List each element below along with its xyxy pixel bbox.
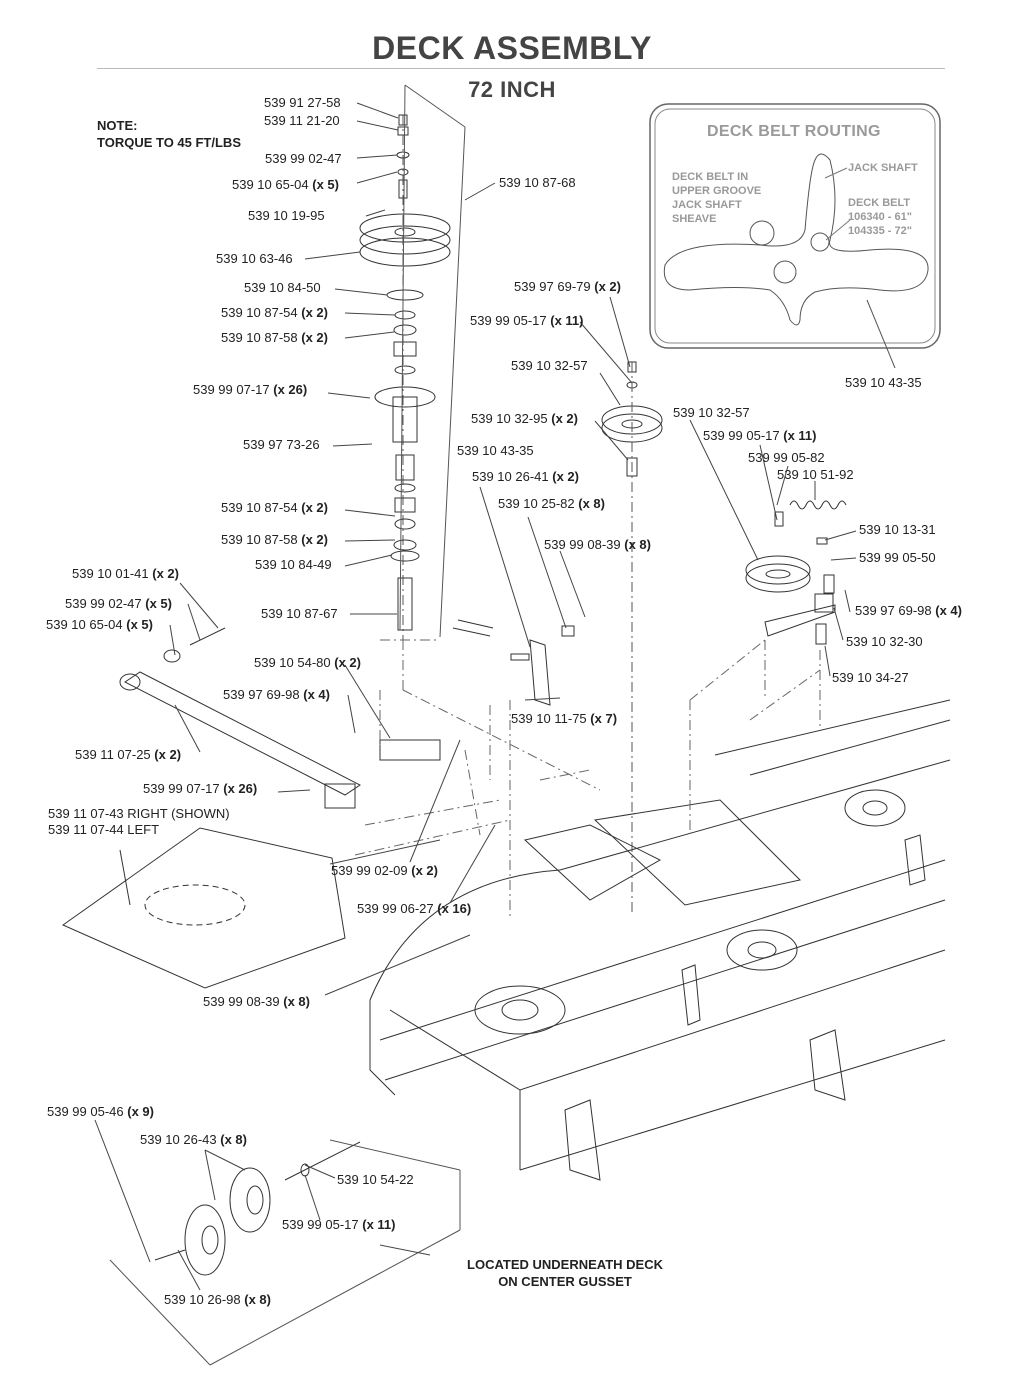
callout-p47: 539 99 08-39 (x 8) bbox=[203, 994, 310, 1009]
callout-p22: 539 10 26-41 (x 2) bbox=[472, 469, 579, 484]
callout-p49: 539 10 26-43 (x 8) bbox=[140, 1132, 247, 1147]
callout-p42: 539 99 07-17 (x 26) bbox=[143, 781, 258, 796]
callout-p19: 539 10 32-57 bbox=[511, 358, 588, 373]
tension-spring bbox=[790, 501, 846, 509]
callout-p35: 539 10 01-41 (x 2) bbox=[72, 566, 179, 581]
callout-p21: 539 10 43-35 bbox=[457, 443, 534, 458]
callout-p37: 539 10 65-04 (x 5) bbox=[46, 617, 153, 632]
callout-p38: 539 10 54-80 (x 2) bbox=[254, 655, 361, 670]
baffle-plate bbox=[63, 828, 345, 988]
routing-title: DECK BELT ROUTING bbox=[707, 123, 881, 140]
page-title: DECK ASSEMBLY bbox=[372, 30, 652, 66]
callout-p31: 539 97 69-98 (x 4) bbox=[855, 603, 962, 618]
jack-shaft-sheave-icon bbox=[750, 221, 774, 245]
note-text: TORQUE TO 45 FT/LBS bbox=[97, 135, 241, 150]
callout-p36: 539 99 02-47 (x 5) bbox=[65, 596, 172, 611]
belt-routing-path bbox=[664, 154, 928, 325]
callout-p23: 539 10 25-82 (x 8) bbox=[498, 496, 605, 511]
idler-pulley-right bbox=[746, 501, 846, 644]
routing-upper-groove-note: DECK BELT IN UPPER GROOVE JACK SHAFT SHE… bbox=[672, 171, 762, 225]
center-spindle-stack bbox=[360, 115, 450, 640]
note-heading: NOTE: bbox=[97, 118, 138, 133]
callout-p26: 539 99 05-17 (x 11) bbox=[703, 428, 817, 443]
pivot-arm bbox=[120, 628, 440, 808]
callout-p29: 539 10 13-31 bbox=[859, 522, 936, 537]
callout-p04: 539 10 65-04 (x 5) bbox=[232, 177, 339, 192]
callout-p39: 539 97 69-98 (x 4) bbox=[223, 687, 330, 702]
callout-p32: 539 10 32-30 bbox=[846, 634, 923, 649]
callout-p10: 539 99 07-17 (x 26) bbox=[193, 382, 308, 397]
callout-p30: 539 99 05-50 bbox=[859, 550, 936, 565]
deck-housing bbox=[370, 700, 950, 1180]
torque-note: NOTE: TORQUE TO 45 FT/LBS bbox=[97, 117, 241, 151]
callout-p20: 539 10 32-95 (x 2) bbox=[471, 411, 578, 426]
callout-p50: 539 10 54-22 bbox=[337, 1172, 414, 1187]
projection-lines bbox=[355, 640, 820, 920]
callout-p02: 539 11 21-20 bbox=[264, 113, 340, 128]
callout-p52: 539 10 26-98 (x 8) bbox=[164, 1292, 271, 1307]
callout-p18: 539 99 05-17 (x 11) bbox=[470, 313, 584, 328]
idler-pulley-icon bbox=[811, 233, 829, 251]
callout-p16: 539 10 87-68 bbox=[499, 175, 576, 190]
callout-p14: 539 10 84-49 bbox=[255, 557, 332, 572]
callout-p08: 539 10 87-54 (x 2) bbox=[221, 305, 328, 320]
callout-p45: 539 99 02-09 (x 2) bbox=[331, 863, 438, 878]
gusset-location-note: LOCATED UNDERNEATH DECK ON CENTER GUSSET bbox=[467, 1257, 663, 1289]
idler-pulley-left bbox=[602, 362, 662, 915]
callout-p33: 539 10 34-27 bbox=[832, 670, 909, 685]
callout-p34: 539 10 43-35 bbox=[845, 375, 922, 390]
gauge-wheel-assembly bbox=[155, 1142, 360, 1275]
callout-p43: 539 11 07-43 RIGHT (SHOWN) bbox=[48, 806, 230, 821]
callout-p09: 539 10 87-58 (x 2) bbox=[221, 330, 328, 345]
callout-p06: 539 10 63-46 bbox=[216, 251, 293, 266]
callout-p15: 539 10 87-67 bbox=[261, 606, 338, 621]
belt-routing-panel bbox=[650, 104, 940, 368]
leader-lines bbox=[95, 103, 856, 1290]
callout-p25: 539 10 32-57 bbox=[673, 405, 750, 420]
callout-p27: 539 99 05-82 bbox=[748, 450, 825, 465]
callout-p01: 539 91 27-58 bbox=[264, 95, 341, 110]
callout-p24: 539 99 08-39 (x 8) bbox=[544, 537, 651, 552]
callout-p40: 539 10 11-75 (x 7) bbox=[511, 711, 618, 726]
routing-deck-belt-label: DECK BELT 106340 - 61" 104335 - 72" bbox=[848, 197, 912, 237]
callout-p03: 539 99 02-47 bbox=[265, 151, 342, 166]
title-divider bbox=[97, 68, 945, 69]
callout-p48: 539 99 05-46 (x 9) bbox=[47, 1104, 154, 1119]
callout-p44: 539 11 07-44 LEFT bbox=[48, 822, 160, 837]
callout-p28: 539 10 51-92 bbox=[777, 467, 854, 482]
callout-p46: 539 99 06-27 (x 16) bbox=[357, 901, 472, 916]
callout-p51: 539 99 05-17 (x 11) bbox=[282, 1217, 396, 1232]
callout-p05: 539 10 19-95 bbox=[248, 208, 325, 223]
routing-jack-shaft-label: JACK SHAFT bbox=[848, 162, 918, 174]
callout-p11: 539 97 73-26 bbox=[243, 437, 320, 452]
callout-p17: 539 97 69-79 (x 2) bbox=[514, 279, 621, 294]
callout-p12: 539 10 87-54 (x 2) bbox=[221, 500, 328, 515]
idler-bracket bbox=[453, 620, 574, 705]
spindle-pulley-icon bbox=[774, 261, 796, 283]
callout-p13: 539 10 87-58 (x 2) bbox=[221, 532, 328, 547]
callout-p41: 539 11 07-25 (x 2) bbox=[75, 747, 182, 762]
callout-p07: 539 10 84-50 bbox=[244, 280, 321, 295]
page-subtitle: 72 INCH bbox=[468, 77, 556, 102]
